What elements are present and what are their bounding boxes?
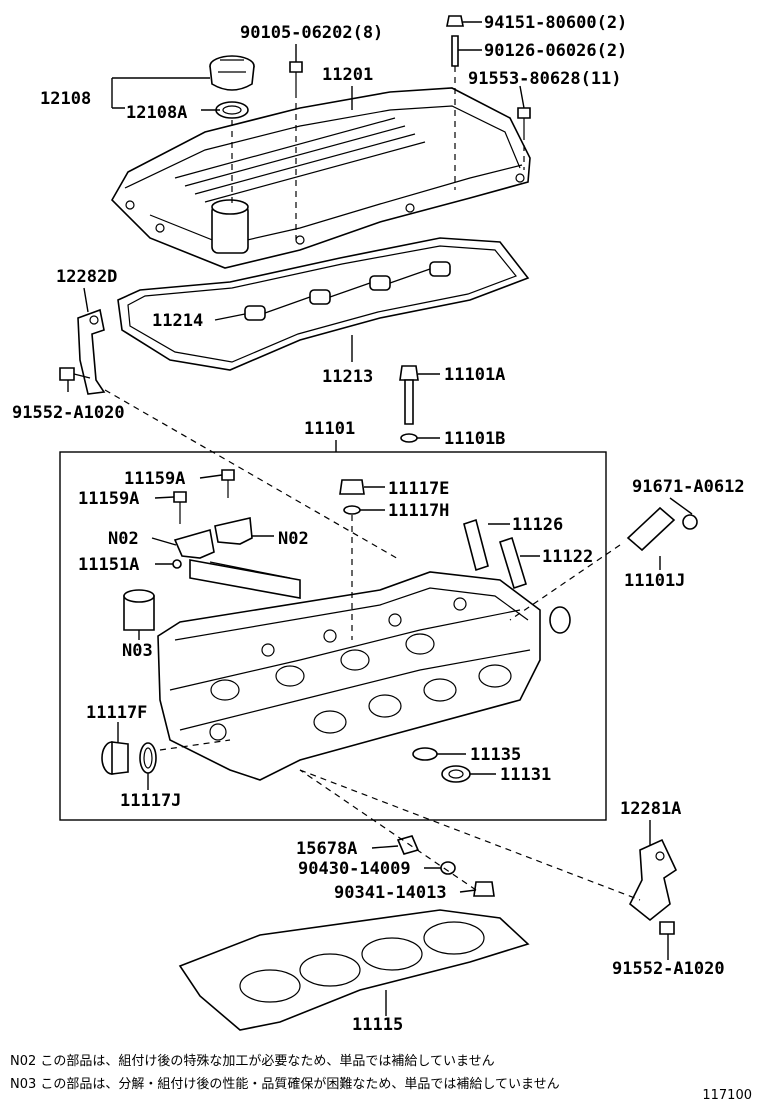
label-N02-left: N02 — [108, 529, 139, 549]
label-11126: 11126 — [512, 515, 563, 535]
label-11131: 11131 — [500, 765, 551, 785]
label-11101J: 11101J — [624, 571, 685, 591]
ring-11131 — [441, 765, 471, 783]
plug-90341 — [473, 881, 495, 897]
label-11117F: 11117F — [86, 703, 147, 723]
label-11117E: 11117E — [388, 479, 449, 499]
label-11101A: 11101A — [444, 365, 505, 385]
footnote-n02: N02 この部品は、組付け後の特殊な加工が必要なため、単品では補給していません — [10, 1054, 495, 1069]
cylinder-head-cover — [111, 87, 531, 269]
label-N03: N03 — [122, 641, 153, 661]
label-11101B: 11101B — [444, 429, 505, 449]
assembly-lines — [104, 66, 641, 901]
bolt-91553 — [517, 107, 531, 134]
bolt-91552-top — [59, 367, 91, 381]
engine-hanger-rear — [628, 838, 678, 922]
cylinder-head-box — [59, 451, 607, 821]
ring-11135 — [412, 747, 438, 761]
label-12108A: 12108A — [126, 103, 187, 123]
label-11213: 11213 — [322, 367, 373, 387]
bolt-91552-bottom — [659, 921, 675, 935]
footnote-n03: N03 この部品は、分解・組付け後の性能・品質確保が困難なため、単品では補給して… — [10, 1077, 560, 1092]
head-bolt-washer — [400, 433, 418, 443]
gasket-90430 — [440, 861, 456, 875]
bearing-caps — [173, 517, 301, 599]
label-11117H: 11117H — [388, 501, 449, 521]
label-11117J: 11117J — [120, 791, 181, 811]
valve-stem-seal — [463, 518, 489, 572]
label-91671-A0612: 91671-A0612 — [632, 477, 745, 497]
bolt-90105 — [289, 61, 303, 92]
cap-bolt-2 — [173, 491, 187, 524]
oil-filler-cap — [209, 55, 255, 91]
label-11135: 11135 — [470, 745, 521, 765]
head-bolt — [399, 365, 419, 425]
straight-pin — [172, 559, 182, 569]
label-12108: 12108 — [40, 89, 91, 109]
stud-90126 — [451, 35, 459, 67]
label-11101: 11101 — [304, 419, 355, 439]
label-12281A: 12281A — [620, 799, 681, 819]
head-gasket — [178, 909, 530, 1031]
screw-plug — [339, 479, 365, 495]
label-91552-A1020-top: 91552-A1020 — [12, 403, 125, 423]
cup-plug-right — [549, 606, 571, 634]
label-90105-06202: 90105-06202(8) — [240, 23, 383, 43]
cap-bolt-1 — [221, 469, 235, 498]
label-90430-14009: 90430-14009 — [298, 859, 411, 879]
label-11214: 11214 — [152, 311, 203, 331]
label-12282D: 12282D — [56, 267, 117, 287]
valve-guide — [499, 536, 527, 590]
label-11122: 11122 — [542, 547, 593, 567]
label-11159A-2: 11159A — [78, 489, 139, 509]
nut-94151 — [446, 15, 464, 27]
engine-hanger-front — [77, 308, 106, 395]
cup-plug — [101, 741, 129, 775]
valve-guide-bush — [123, 589, 155, 631]
label-90126-06026: 90126-06026(2) — [484, 41, 627, 61]
label-11151A: 11151A — [78, 555, 139, 575]
label-94151-80600: 94151-80600(2) — [484, 13, 627, 33]
filler-cap-gasket — [215, 101, 249, 119]
label-90341-14013: 90341-14013 — [334, 883, 447, 903]
label-11159A-1: 11159A — [124, 469, 185, 489]
label-N02-right: N02 — [278, 529, 309, 549]
cylinder-head — [157, 571, 541, 781]
plug-ring — [139, 742, 157, 774]
figure-id: 117100 — [702, 1088, 752, 1103]
label-91552-A1020-bottom: 91552-A1020 — [612, 959, 725, 979]
leader-lines — [67, 21, 693, 1016]
label-15678A: 15678A — [296, 839, 357, 859]
plug-tube-gaskets — [244, 261, 451, 321]
plug-gasket — [343, 505, 361, 515]
label-11201: 11201 — [322, 65, 373, 85]
label-91553-80628: 91553-80628(11) — [468, 69, 622, 89]
label-11115: 11115 — [352, 1015, 403, 1035]
cam-sensor — [626, 506, 698, 552]
